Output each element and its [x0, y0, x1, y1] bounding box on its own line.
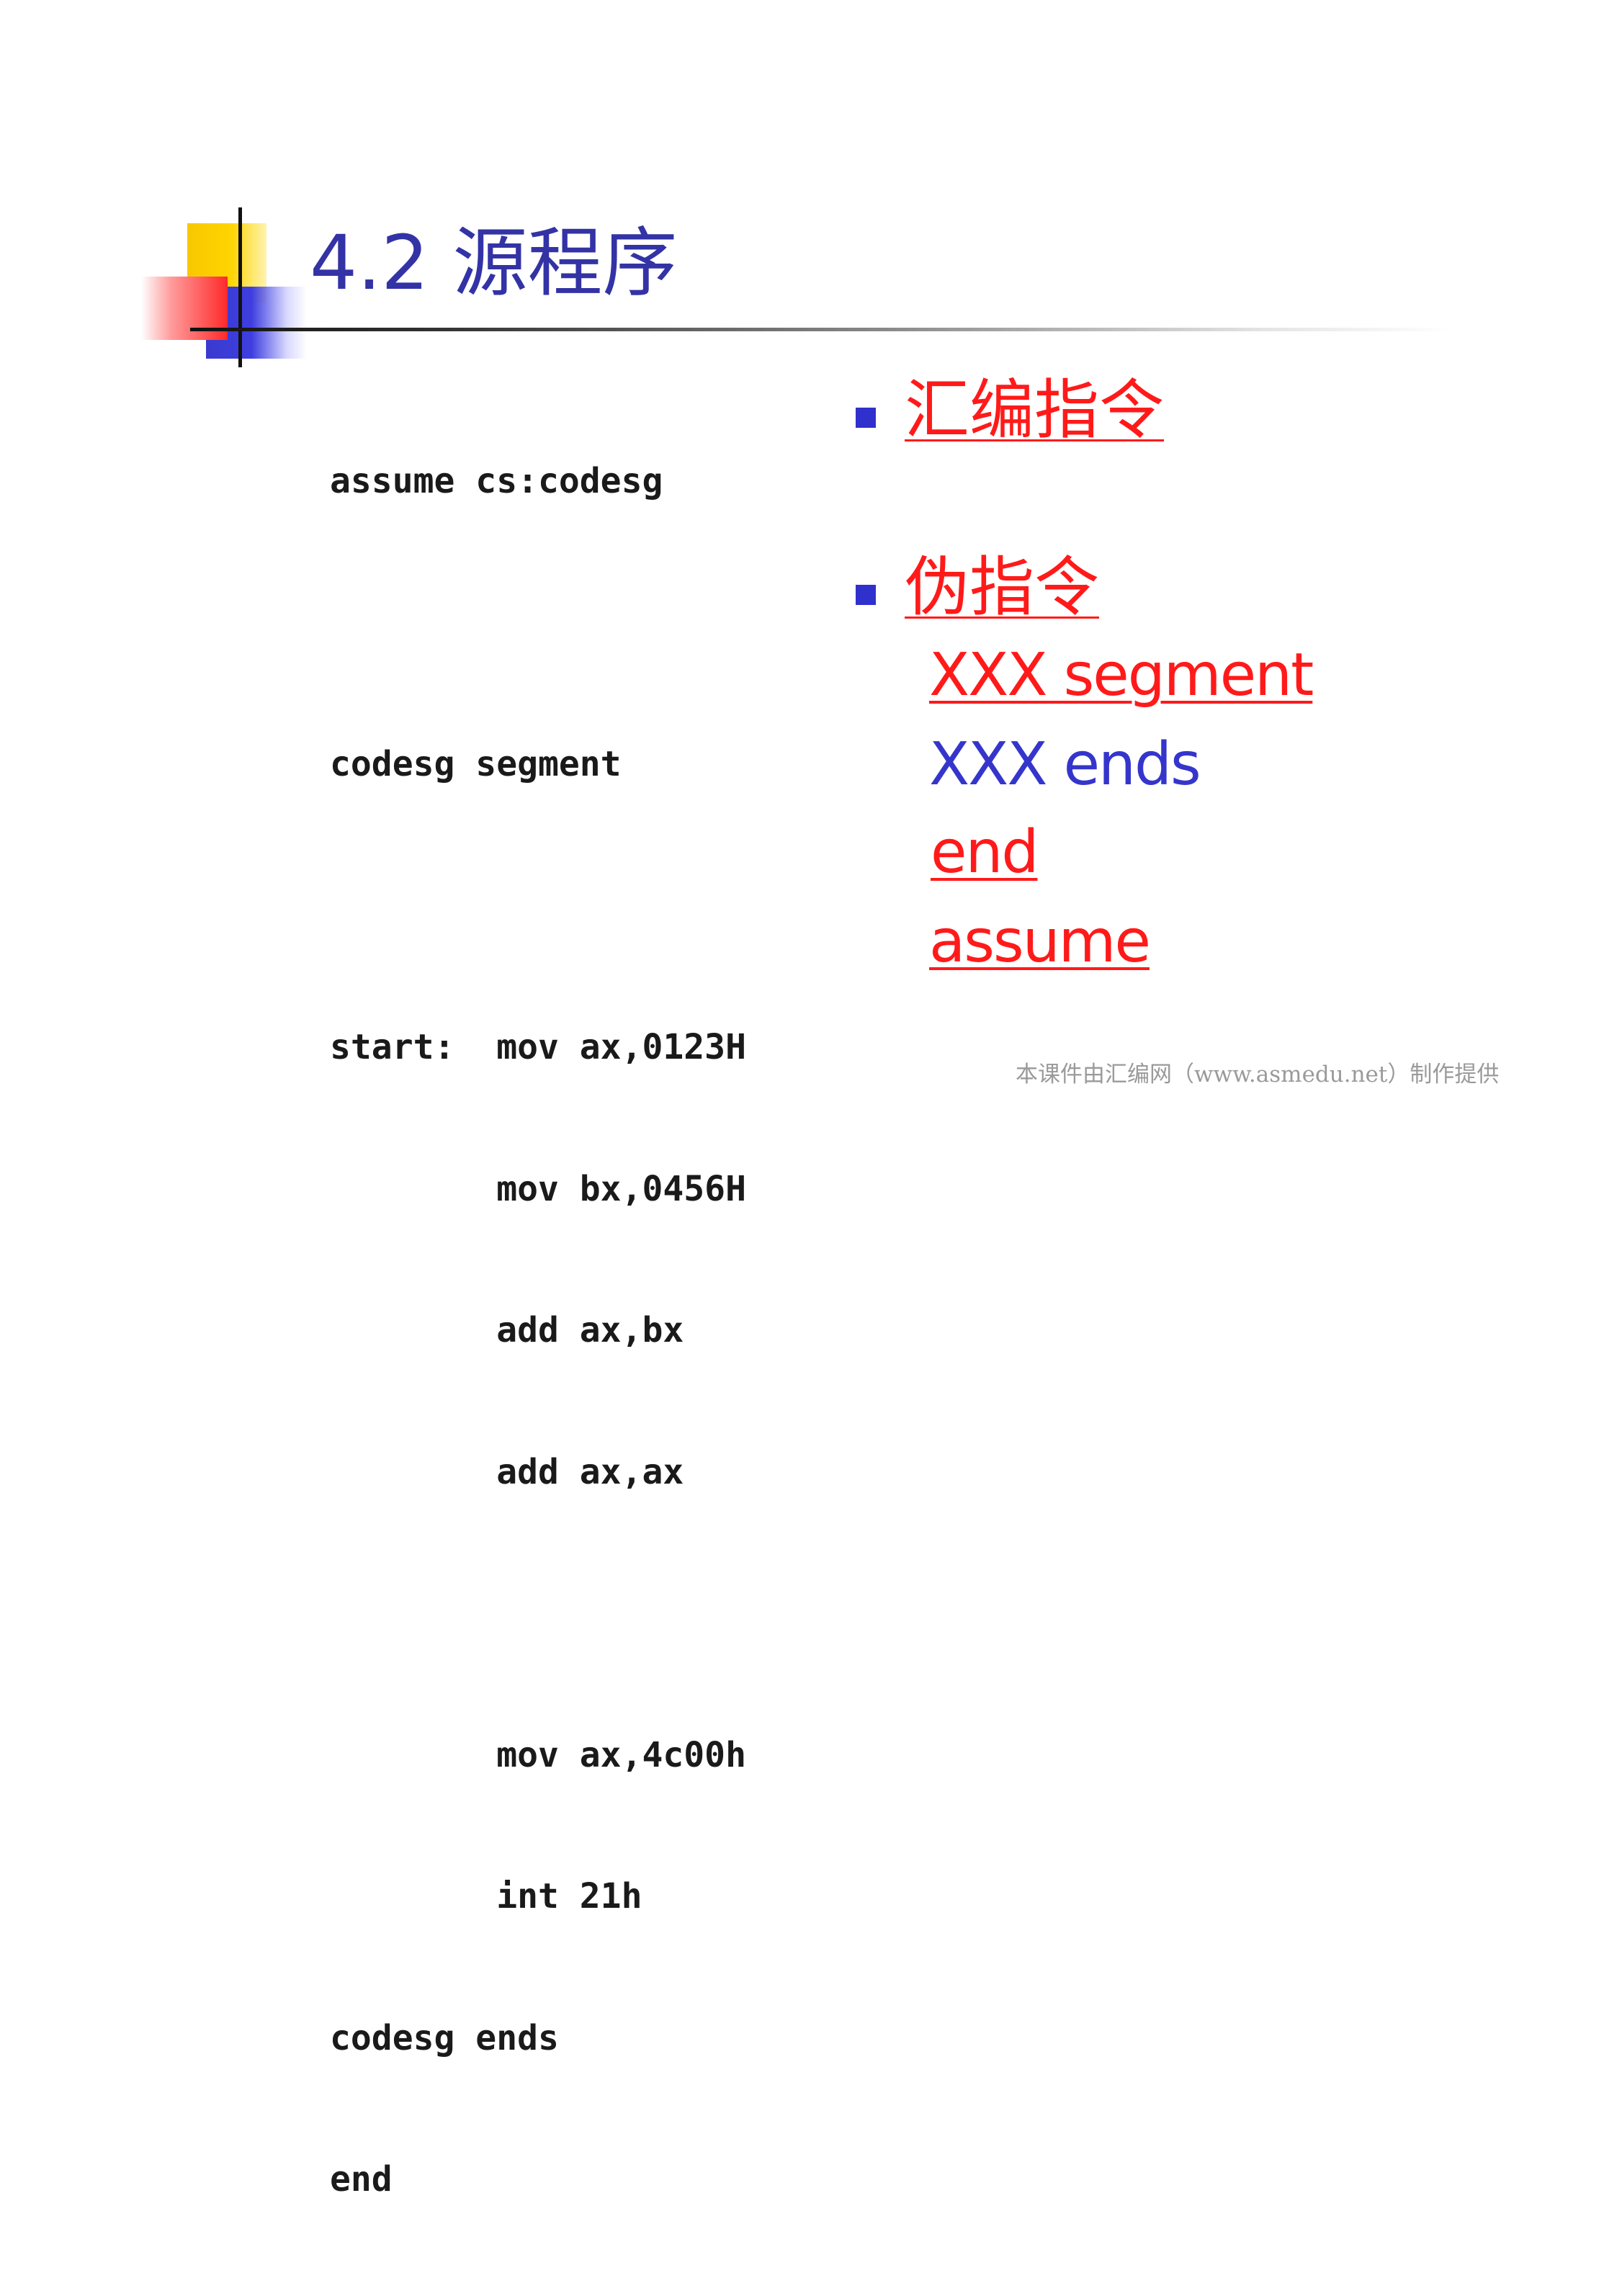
- pseudo-item-ends: XXX ends: [929, 730, 1201, 799]
- pseudo-item-segment[interactable]: XXX segment: [929, 641, 1314, 709]
- slide-title-text: 源程序: [452, 219, 678, 307]
- code-line: mov bx,0456H: [330, 1168, 746, 1209]
- ornament-vertical-line: [238, 207, 242, 367]
- slide: 4.2 源程序 assume cs:codesg codesg segment …: [141, 207, 1500, 2199]
- code-line: end: [330, 2159, 393, 2199]
- slide-title: 4.2 源程序: [310, 216, 677, 310]
- code-line: start: mov ax,0123H: [330, 1027, 746, 1067]
- code-line: codesg ends: [330, 2017, 559, 2058]
- code-line: assume cs:codesg: [330, 461, 663, 501]
- code-line: codesg segment: [330, 744, 622, 784]
- code-line: add ax,ax: [330, 1451, 684, 1492]
- code-line: [330, 600, 746, 647]
- slide-title-number: 4.2: [310, 219, 453, 307]
- bullet-heading-assembly-instructions[interactable]: 汇编指令: [905, 372, 1164, 448]
- code-line: mov ax,4c00h: [330, 1734, 746, 1775]
- title-divider-line: [190, 328, 1451, 331]
- pseudo-item-assume[interactable]: assume: [929, 907, 1151, 976]
- bullet-square-icon: [856, 408, 876, 428]
- bullet-square-icon: [856, 585, 876, 605]
- code-listing: assume cs:codesg codesg segment start: m…: [330, 364, 746, 2296]
- code-line: [330, 1590, 746, 1638]
- bullet-heading-pseudo-instructions[interactable]: 伪指令: [905, 550, 1099, 625]
- code-line: int 21h: [330, 1876, 642, 1916]
- footer-credit: 本课件由汇编网（www.asmedu.net）制作提供: [1016, 1062, 1500, 1088]
- code-line: [330, 883, 746, 930]
- pseudo-item-end[interactable]: end: [931, 818, 1039, 887]
- code-line: add ax,bx: [330, 1310, 684, 1350]
